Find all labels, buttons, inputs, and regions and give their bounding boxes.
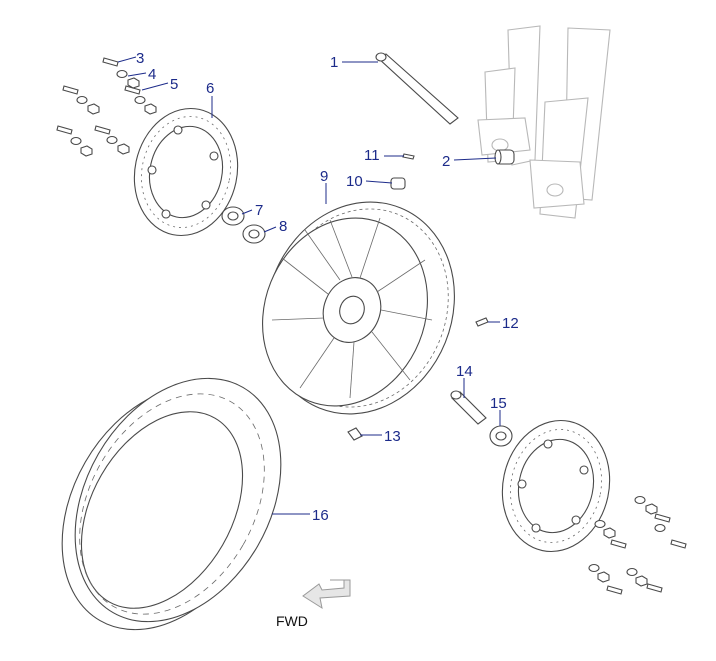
valve-cap-icon [402,153,415,160]
callout-15: 15 [490,395,507,412]
callout-3: 3 [136,50,144,67]
nut-icon [597,503,658,587]
callout-10: 10 [346,173,363,190]
callout-12: 12 [502,315,519,332]
washer-icon [70,69,146,146]
callout-14: 14 [456,363,473,380]
callout-leaders [117,56,501,515]
spacer-tube-icon [450,390,487,425]
callout-9: 9 [320,168,328,185]
bolt-icon [56,57,141,135]
fwd-arrow-icon [302,579,351,610]
callout-numbers: 1 2 3 4 5 6 7 8 9 10 11 12 13 14 15 16 [136,50,519,524]
right-bolt-cluster [588,495,687,595]
callout-7: 7 [255,202,263,219]
left-bolt-cluster [56,57,157,157]
wheel-spokes [271,217,433,399]
fwd-label: FWD [276,613,308,629]
callout-5: 5 [170,76,178,93]
brake-disc-left-icon [133,107,239,237]
valve-stem-icon [347,427,363,441]
washer-icon [588,495,666,577]
tire-valve-icon [390,177,406,190]
seal-icon [221,206,245,226]
callout-6: 6 [206,80,214,97]
callout-13: 13 [384,428,401,445]
callout-1: 1 [330,54,338,71]
nut-icon [80,77,157,157]
callout-4: 4 [148,66,156,83]
bearing-right-icon [489,425,513,447]
callout-2: 2 [442,153,450,170]
axle-icon [375,52,459,125]
bearing-left-icon [242,224,266,244]
bolt-icon [606,513,687,595]
callout-8: 8 [279,218,287,235]
balance-weight-icon [475,317,489,327]
brake-disc-right-icon [501,419,611,553]
wheel-rim-icon [262,201,455,415]
callout-16: 16 [312,507,329,524]
callout-11: 11 [364,147,380,164]
axle-spacer-icon [494,149,515,165]
tire-icon [61,377,282,631]
front-fork-icon [477,25,611,219]
